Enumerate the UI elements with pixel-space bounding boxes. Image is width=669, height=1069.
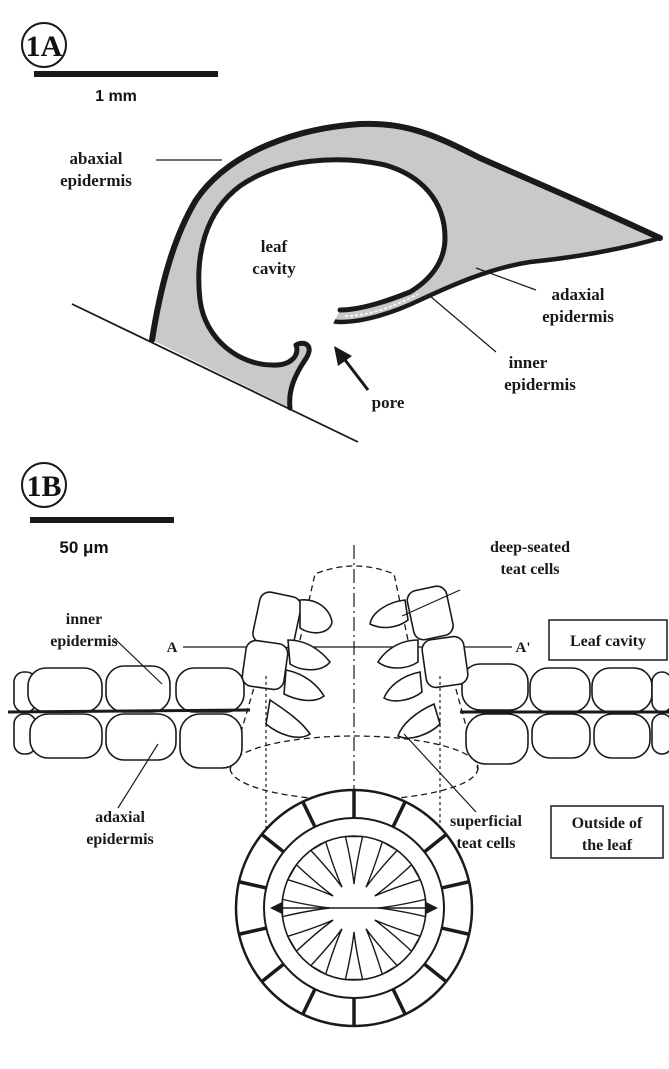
panel-1a: 1A 1 mm abaxial epidermis leaf cavity ad…	[22, 23, 660, 442]
pore-arrow-head	[334, 346, 352, 366]
panel-1b: 1B 50 μm A A'	[8, 463, 669, 1026]
outside-leaf-box-line1: Outside of	[572, 815, 643, 832]
label-superficial-line2: teat cells	[456, 835, 515, 852]
label-inner-b-line2: epidermis	[50, 633, 118, 650]
label-abaxial-line1: abaxial	[70, 149, 123, 168]
label-cavity-line1: leaf	[261, 237, 288, 256]
label-adaxial-b-line1: adaxial	[95, 809, 145, 826]
leaf-cavity-box-label: Leaf cavity	[570, 633, 646, 650]
label-cavity-line2: cavity	[252, 259, 296, 278]
panel-1b-scale-label: 50 μm	[59, 538, 108, 557]
pore-cross-section	[236, 790, 472, 1026]
label-a-left: A	[167, 640, 178, 656]
label-a-right: A'	[516, 640, 531, 656]
epidermis-cells	[14, 664, 669, 768]
label-adaxial-line2: epidermis	[542, 307, 614, 326]
panel-1a-label: 1A	[26, 30, 63, 63]
label-inner-b-line1: inner	[66, 611, 102, 628]
leader-adaxial	[476, 268, 536, 290]
label-deep-seated-line2: teat cells	[500, 561, 559, 578]
label-adaxial-b-line2: epidermis	[86, 831, 154, 848]
teat-cells-left	[241, 590, 332, 737]
label-adaxial-line1: adaxial	[552, 285, 605, 304]
panel-1b-label: 1B	[26, 470, 61, 503]
label-superficial-line1: superficial	[450, 813, 523, 830]
label-inner-line1: inner	[509, 353, 548, 372]
leader-superficial	[404, 734, 476, 812]
teat-cells-right	[370, 584, 469, 738]
leader-inner	[430, 296, 496, 352]
panel-1a-scale-label: 1 mm	[95, 88, 137, 105]
label-abaxial-line2: epidermis	[60, 171, 132, 190]
label-pore: pore	[372, 393, 405, 412]
outside-leaf-box-line2: the leaf	[582, 837, 633, 854]
label-deep-seated-line1: deep-seated	[490, 539, 570, 556]
label-inner-line2: epidermis	[504, 375, 576, 394]
pore-arrow-shaft	[342, 356, 368, 390]
